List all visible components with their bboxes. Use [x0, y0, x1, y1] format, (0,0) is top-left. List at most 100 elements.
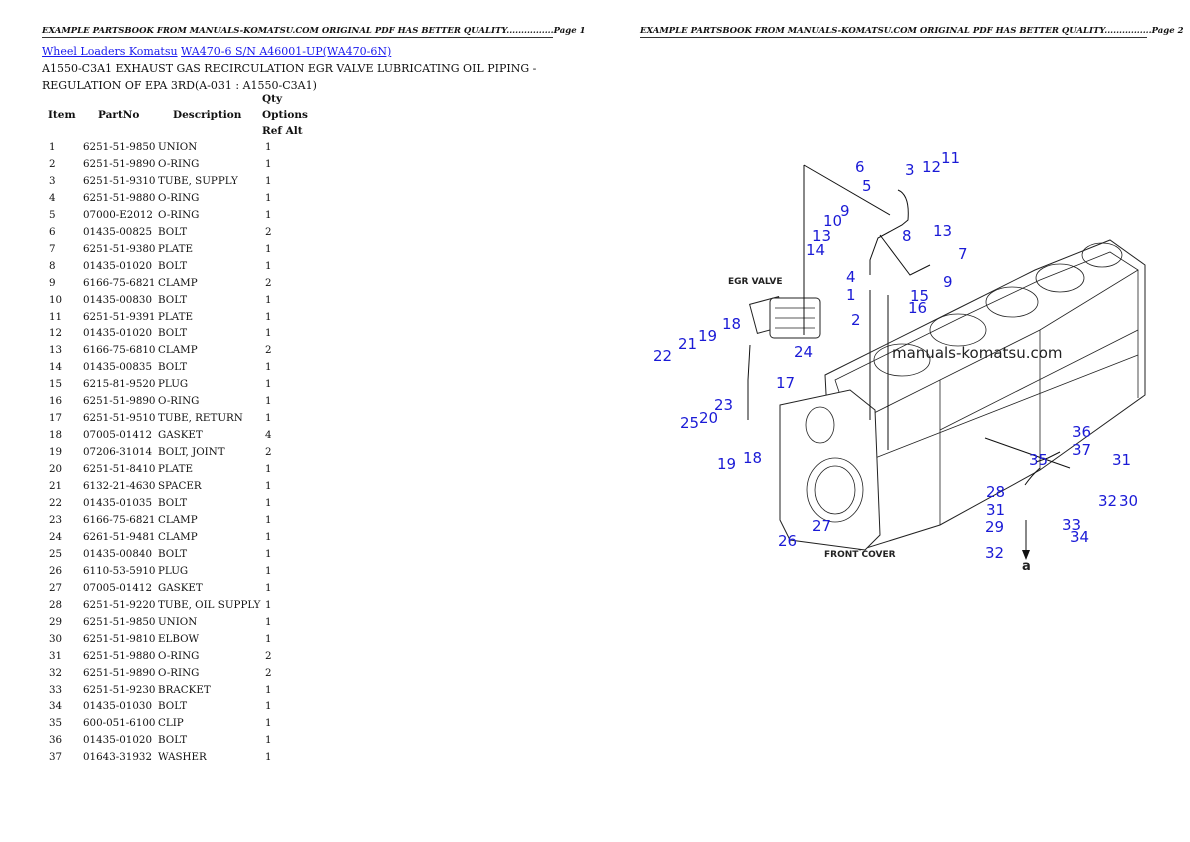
cell-item: 37 [49, 751, 63, 764]
cell-partno: 01435-01020 [83, 327, 152, 340]
svg-text:12: 12 [922, 158, 941, 176]
front-cover-label: FRONT COVER [824, 550, 896, 560]
cell-qty: 1 [265, 395, 272, 408]
cell-item: 29 [49, 615, 63, 628]
cell-item: 32 [49, 666, 63, 679]
cell-qty: 2 [265, 344, 272, 357]
breadcrumb: Wheel Loaders Komatsu WA470-6 S/N A46001… [42, 45, 391, 59]
cell-description: O-RING [158, 649, 200, 662]
cell-description: UNION [158, 615, 198, 628]
cell-partno: 01435-00840 [83, 547, 152, 560]
svg-text:23: 23 [714, 396, 733, 414]
cell-description: PLUG [158, 378, 189, 391]
cell-item: 35 [49, 717, 63, 730]
cell-qty: 1 [265, 530, 272, 543]
column-header-qty-options-ref-alt: Qty Options Ref Alt [262, 93, 308, 137]
svg-text:18: 18 [722, 315, 741, 333]
cell-description: PLATE [158, 463, 194, 476]
cell-item: 9 [49, 276, 56, 289]
cell-description: BOLT [158, 225, 188, 238]
cell-item: 31 [49, 649, 63, 662]
cell-partno: 6251-51-9850 [83, 615, 156, 628]
cell-qty: 1 [265, 310, 272, 323]
svg-text:9: 9 [840, 202, 850, 220]
cell-item: 34 [49, 700, 63, 713]
svg-text:28: 28 [986, 483, 1005, 501]
cell-item: 36 [49, 734, 63, 747]
watermark: manuals-komatsu.com [892, 344, 1063, 362]
column-header-partno: PartNo [98, 109, 140, 121]
cell-item: 21 [49, 480, 63, 493]
svg-text:3: 3 [905, 161, 915, 179]
svg-text:4: 4 [846, 268, 856, 286]
svg-text:29: 29 [985, 518, 1004, 536]
cell-qty: 1 [265, 293, 272, 306]
cell-partno: 6251-51-9510 [83, 412, 156, 425]
cell-partno: 07005-01412 [83, 429, 152, 442]
svg-text:16: 16 [908, 299, 927, 317]
cell-description: O-RING [158, 208, 200, 221]
cell-qty: 1 [265, 513, 272, 526]
cell-item: 18 [49, 429, 63, 442]
cell-partno: 6251-51-9220 [83, 598, 156, 611]
breadcrumb-link-wheel-loaders[interactable]: Wheel Loaders Komatsu [42, 45, 178, 58]
cell-partno: 6215-81-9520 [83, 378, 156, 391]
cell-qty: 1 [265, 463, 272, 476]
cell-qty: 1 [265, 683, 272, 696]
column-header-item: Item [48, 109, 76, 121]
cell-item: 20 [49, 463, 63, 476]
svg-text:26: 26 [778, 532, 797, 550]
callout-numbers: 6 3 12 11 5 9 10 13 13 14 8 7 9 4 1 15 1… [653, 149, 1138, 562]
egr-valve-drawing [749, 296, 821, 339]
cell-qty: 1 [265, 157, 272, 170]
breadcrumb-link-model[interactable]: WA470-6 S/N A46001-UP(WA470-6N) [181, 45, 392, 58]
cell-item: 26 [49, 564, 63, 577]
svg-text:17: 17 [776, 374, 795, 392]
cell-qty: 1 [265, 598, 272, 611]
cell-item: 7 [49, 242, 56, 255]
cell-partno: 01643-31932 [83, 751, 152, 764]
svg-text:18: 18 [743, 449, 762, 467]
cell-qty: 1 [265, 174, 272, 187]
svg-text:31: 31 [1112, 451, 1131, 469]
cell-qty: 2 [265, 666, 272, 679]
cell-qty: 1 [265, 751, 272, 764]
cell-qty: 1 [265, 141, 272, 153]
svg-text:25: 25 [680, 414, 699, 432]
cell-partno: 6251-51-9230 [83, 683, 156, 696]
cell-partno: 07206-31014 [83, 446, 152, 459]
svg-text:13: 13 [812, 227, 831, 245]
svg-text:7: 7 [958, 245, 968, 263]
table-header-row: Item PartNo Description Qty Options Ref … [44, 91, 308, 139]
cell-item: 30 [49, 632, 63, 645]
arrow-reference-label: a [1022, 559, 1031, 574]
svg-text:11: 11 [941, 149, 960, 167]
cell-partno: 6251-51-9310 [83, 174, 156, 187]
cell-partno: 01435-00835 [83, 361, 152, 374]
cell-partno: 6251-51-8410 [83, 463, 156, 476]
cell-qty: 2 [265, 649, 272, 662]
cell-qty: 1 [265, 547, 272, 560]
cell-item: 15 [49, 378, 63, 391]
page-title: A1550-C3A1 EXHAUST GAS RECIRCULATION EGR… [42, 61, 562, 94]
svg-text:22: 22 [653, 347, 672, 365]
cell-item: 2 [49, 157, 56, 170]
svg-text:27: 27 [812, 517, 831, 535]
